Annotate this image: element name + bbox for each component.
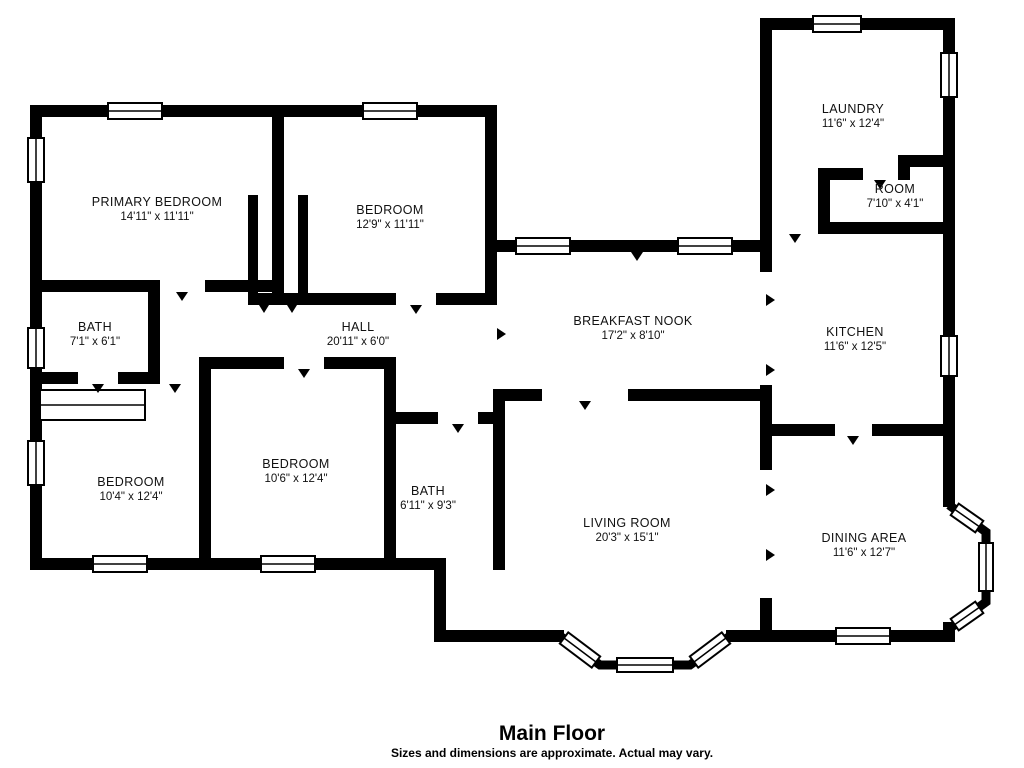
floor-title: Main Floor bbox=[498, 722, 606, 745]
door-icon bbox=[579, 401, 591, 410]
door-icon bbox=[766, 549, 775, 561]
door-icon bbox=[631, 252, 643, 261]
window-icon bbox=[940, 52, 958, 98]
window-icon bbox=[688, 630, 732, 670]
door-icon bbox=[789, 234, 801, 243]
window-markers bbox=[27, 15, 994, 673]
door-icon bbox=[92, 384, 104, 393]
window-icon bbox=[27, 137, 45, 183]
window-icon bbox=[27, 440, 45, 486]
window-icon bbox=[812, 15, 862, 33]
door-markers bbox=[92, 180, 886, 561]
window-icon bbox=[940, 335, 958, 377]
door-icon bbox=[176, 292, 188, 301]
floor-disclaimer: Sizes and dimensions are approximate. Ac… bbox=[390, 746, 714, 760]
window-icon bbox=[92, 555, 148, 573]
door-icon bbox=[874, 180, 886, 189]
window-icon bbox=[362, 102, 418, 120]
door-icon bbox=[847, 436, 859, 445]
window-icon bbox=[515, 237, 571, 255]
window-icon bbox=[260, 555, 316, 573]
door-icon bbox=[766, 484, 775, 496]
door-icon bbox=[766, 294, 775, 306]
closet-icon bbox=[39, 389, 146, 421]
door-icon bbox=[497, 328, 506, 340]
window-icon bbox=[107, 102, 163, 120]
door-icon bbox=[298, 369, 310, 378]
window-icon bbox=[558, 630, 602, 670]
window-icon bbox=[978, 542, 994, 592]
window-icon bbox=[677, 237, 733, 255]
window-icon bbox=[835, 627, 891, 645]
door-icon bbox=[452, 424, 464, 433]
window-icon bbox=[27, 327, 45, 369]
window-icon bbox=[949, 502, 985, 534]
door-icon bbox=[287, 305, 297, 313]
door-icon bbox=[169, 384, 181, 393]
walls bbox=[30, 18, 955, 642]
door-icon bbox=[259, 305, 269, 313]
door-icon bbox=[766, 364, 775, 376]
window-icon bbox=[949, 600, 985, 632]
door-icon bbox=[410, 305, 422, 314]
window-icon bbox=[616, 657, 674, 673]
